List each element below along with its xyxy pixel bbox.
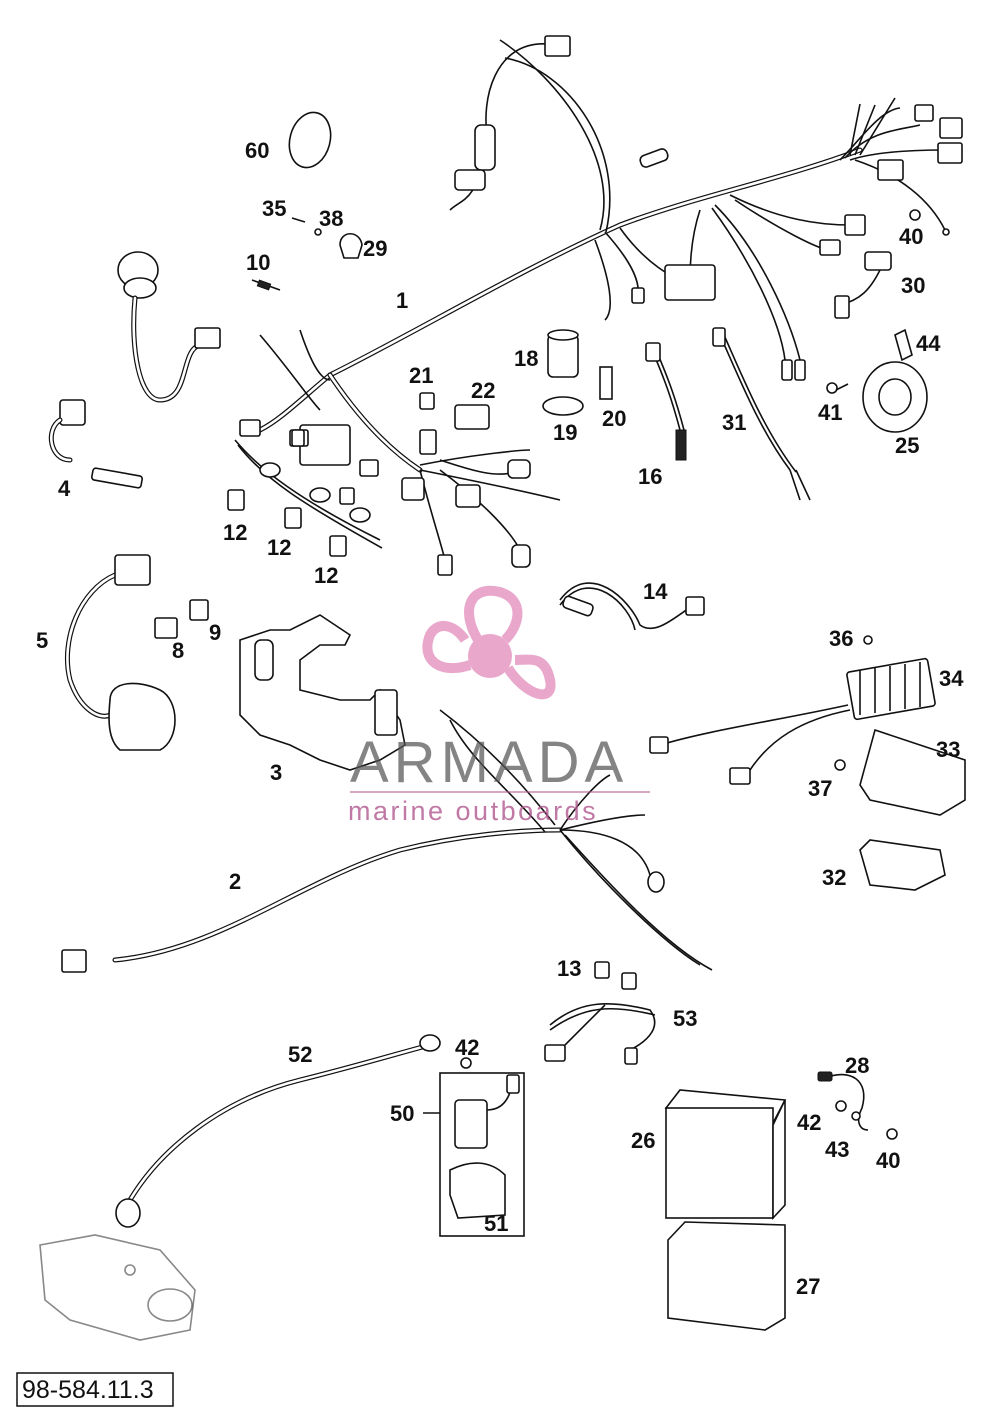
switch-icon	[59, 399, 86, 426]
part-label: 9	[209, 620, 221, 645]
part-label: 4	[58, 476, 71, 501]
propeller-logo-icon	[422, 585, 556, 700]
part-label: 31	[722, 410, 746, 435]
part-label: 43	[825, 1137, 849, 1162]
part-label: 42	[797, 1110, 821, 1135]
part-label: 36	[829, 626, 853, 651]
part-label: 52	[288, 1042, 312, 1067]
voltage-regulator-icon	[846, 657, 936, 721]
part-label: 40	[899, 224, 923, 249]
relay-holder-icon	[449, 1162, 506, 1219]
fuse-icon	[594, 961, 610, 979]
rubber-ring-icon	[542, 396, 584, 416]
connector-icon	[939, 117, 963, 139]
part-label: 5	[36, 628, 48, 653]
part-label: 32	[822, 865, 846, 890]
part-label: 1	[396, 288, 408, 313]
battery-case-icon	[667, 1221, 786, 1331]
armada-watermark: ARMADA marine outboards	[348, 585, 650, 826]
part-label: 33	[936, 737, 960, 762]
part-label: 14	[643, 579, 668, 604]
part-label: 44	[916, 331, 941, 356]
clamp-icon	[339, 232, 363, 259]
part-label: 8	[172, 638, 184, 663]
part-label: 35	[262, 196, 286, 221]
part-label: 30	[901, 273, 925, 298]
part-label: 10	[246, 250, 270, 275]
part-label: 28	[845, 1053, 869, 1078]
part-label: 29	[363, 236, 387, 261]
part-label: 12	[267, 535, 291, 560]
part-label: 38	[319, 206, 343, 231]
capacitor-icon	[547, 334, 579, 378]
fuse-icon	[227, 489, 245, 511]
part-label: 13	[557, 956, 581, 981]
part-number-labels: 1 2 3 4 5 8 9 10 12 12 12 13 14 16 18 19…	[36, 138, 964, 1299]
relay-block-icon	[664, 264, 716, 301]
connector-icon	[544, 35, 571, 57]
secondary-wiring-harness	[61, 709, 713, 973]
relay-icon	[419, 392, 435, 410]
reference-code-box: 98-584.11.3	[16, 1372, 174, 1407]
part-label: 20	[602, 406, 626, 431]
cable-boot-icon	[115, 1198, 141, 1228]
handlebar-switch-icon	[108, 682, 176, 751]
sensor-icon	[562, 595, 594, 617]
watermark-brand: ARMADA	[350, 730, 628, 795]
part-label: 19	[553, 420, 577, 445]
rubber-pad-icon	[859, 839, 946, 891]
part-label: 27	[796, 1274, 820, 1299]
part-label: 12	[314, 563, 338, 588]
part-label: 21	[409, 363, 433, 388]
part-label: 2	[229, 869, 241, 894]
main-wiring-harness	[234, 35, 963, 576]
part-label: 41	[818, 400, 842, 425]
part-label: 53	[673, 1006, 697, 1031]
part-label: 12	[223, 520, 247, 545]
bracket-icon	[599, 366, 613, 400]
connector-icon	[114, 554, 151, 586]
part-label: 26	[631, 1128, 655, 1153]
starter-relay-icon	[454, 1099, 488, 1149]
watermark-tagline: marine outboards	[348, 796, 598, 826]
part-label: 50	[390, 1101, 414, 1126]
part-label: 22	[471, 378, 495, 403]
mounting-bracket-icon	[859, 728, 966, 816]
part-label: 16	[638, 464, 662, 489]
part-label: 37	[808, 776, 832, 801]
part-label: 60	[245, 138, 269, 163]
battery-icon	[665, 1107, 774, 1219]
part-label: 18	[514, 346, 538, 371]
part-label: 25	[895, 433, 919, 458]
part-label: 40	[876, 1148, 900, 1173]
starter-motor-icon	[39, 1234, 196, 1341]
spark-plug-cap-icon	[474, 124, 496, 171]
sensor-icon	[675, 429, 687, 461]
clip-ring-icon	[288, 111, 332, 169]
reference-code: 98-584.11.3	[22, 1376, 154, 1404]
battery-bracket-icon	[239, 614, 406, 771]
fuse-icon	[284, 507, 302, 529]
relay-icon	[454, 404, 490, 430]
relay-icon	[154, 617, 178, 639]
part-illustrations	[39, 111, 966, 1341]
connector-icon	[61, 949, 87, 973]
fuse-icon	[329, 535, 347, 557]
part-label: 42	[455, 1035, 479, 1060]
part-label: 34	[939, 666, 964, 691]
part-label: 51	[484, 1211, 508, 1236]
part-label: 3	[270, 760, 282, 785]
